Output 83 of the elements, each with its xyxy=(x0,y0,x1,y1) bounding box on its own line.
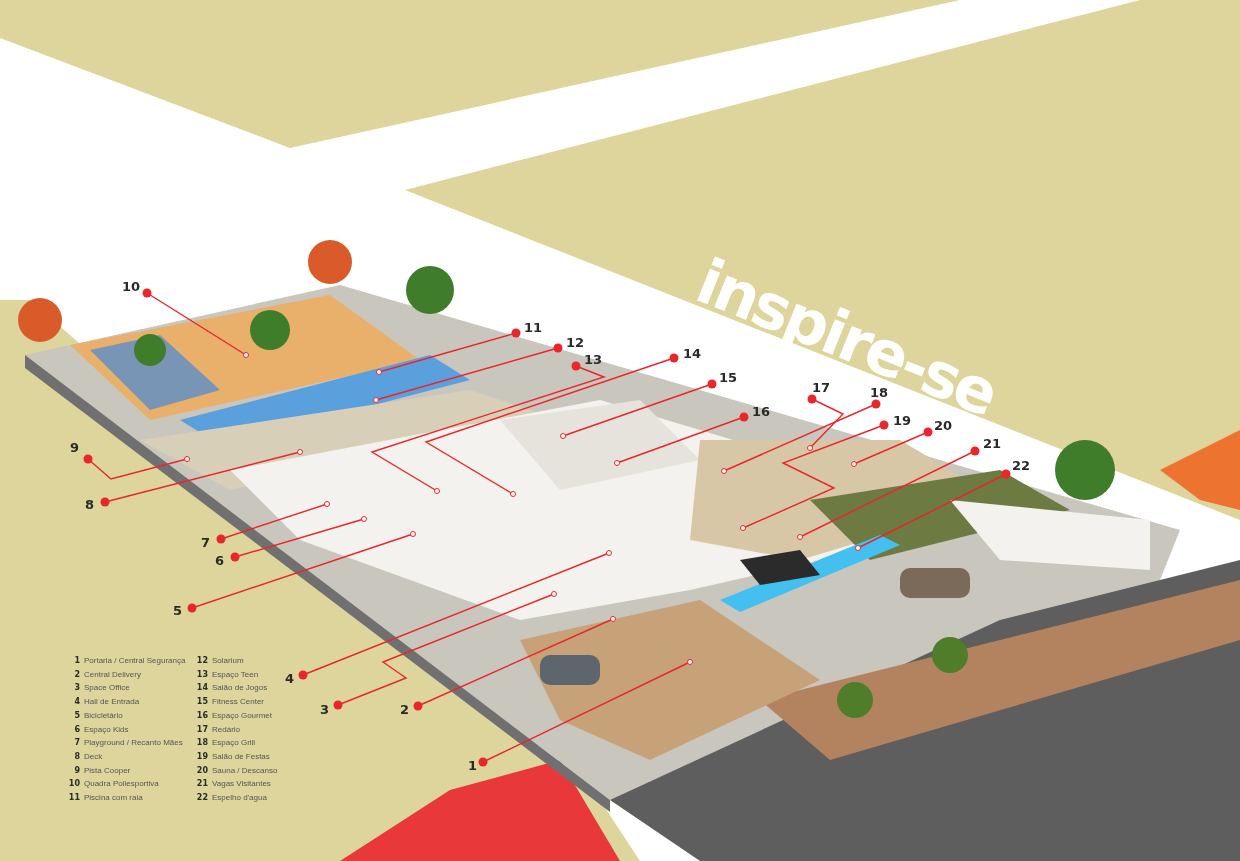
leader-line xyxy=(855,469,1011,551)
key-number: 5 xyxy=(74,709,80,721)
key-label: Portaria / Central Segurança xyxy=(84,655,186,666)
leader-line xyxy=(721,399,881,474)
key-number: 8 xyxy=(74,750,80,762)
leader-line xyxy=(797,446,980,540)
key-label: Salão de Festas xyxy=(212,750,270,762)
key-number: 17 xyxy=(196,723,208,735)
callout-number: 5 xyxy=(173,603,183,618)
key-number: 15 xyxy=(196,696,208,708)
key-number: 16 xyxy=(196,709,208,721)
leader-line xyxy=(216,501,330,544)
callout-number: 21 xyxy=(983,436,1002,451)
callout-number: 20 xyxy=(934,418,953,433)
callout-number: 7 xyxy=(201,535,211,550)
key-label: Espelho d'agua xyxy=(212,792,267,803)
callout-number: 2 xyxy=(400,702,410,717)
key-number: 10 xyxy=(68,778,80,790)
key-label: Espaço Kids xyxy=(84,723,129,735)
key-number: 21 xyxy=(196,778,208,790)
key-label: Vagas Visitantes xyxy=(212,778,271,790)
leader-line xyxy=(373,343,563,403)
key-number: 13 xyxy=(196,668,208,680)
callout-number: 10 xyxy=(122,279,141,294)
key-number: 7 xyxy=(74,737,80,749)
callout-number: 1 xyxy=(468,758,478,773)
leader-line xyxy=(370,361,607,494)
leader-line xyxy=(807,394,845,451)
leader-line xyxy=(230,516,367,562)
key-number: 18 xyxy=(196,737,208,749)
callout-number: 3 xyxy=(320,702,330,717)
key-label: Sauna / Descanso xyxy=(212,764,278,776)
key-number: 2 xyxy=(74,668,80,680)
leader-line xyxy=(478,659,693,767)
leader-line xyxy=(83,454,190,480)
key-label: Pista Cooper xyxy=(84,764,131,776)
leader-line xyxy=(333,591,557,710)
leader-line xyxy=(560,379,717,439)
key-number: 19 xyxy=(196,750,208,762)
key-label: Solarium xyxy=(212,655,244,666)
callout-number: 11 xyxy=(524,320,543,335)
leader-line xyxy=(187,531,416,613)
key-number: 9 xyxy=(74,764,80,776)
key-label: Espaço Grill xyxy=(212,737,256,749)
callout-number: 9 xyxy=(70,440,80,455)
leader-line xyxy=(614,412,749,466)
callout-number: 22 xyxy=(1012,458,1031,473)
leader-line xyxy=(851,427,933,467)
leader-line xyxy=(413,616,616,711)
key-number: 6 xyxy=(74,723,80,735)
key-label: Fitness Center xyxy=(212,696,265,708)
key-label: Playground / Recanto Mães xyxy=(84,737,183,749)
key-number: 12 xyxy=(196,655,208,666)
key-label: Espaço Gourmet xyxy=(212,709,273,721)
key-number: 1 xyxy=(74,655,80,666)
callout-number: 12 xyxy=(566,335,585,350)
leader-line xyxy=(142,288,249,358)
key-label: Salão de Jogos xyxy=(212,682,268,694)
callout-number: 6 xyxy=(215,553,225,568)
key-label: Piscina com raia xyxy=(84,792,143,803)
callout-number: 4 xyxy=(285,671,295,686)
leader-line xyxy=(740,420,889,531)
key-label: Quadra Poliesportiva xyxy=(84,778,159,790)
callout-number: 13 xyxy=(584,352,603,367)
key-number: 22 xyxy=(196,792,208,803)
callout-number: 19 xyxy=(893,413,912,428)
leader-line xyxy=(100,449,303,507)
leader-line xyxy=(424,353,679,497)
leader-line xyxy=(376,328,521,375)
key-label: Central Delivery xyxy=(84,668,141,680)
leader-line xyxy=(298,550,612,680)
key-label: Bicicletário xyxy=(84,709,123,721)
key-number: 4 xyxy=(74,696,80,708)
key-label: Espaço Teen xyxy=(212,668,259,680)
key-number: 3 xyxy=(74,682,80,694)
key-label: Hall de Entrada xyxy=(84,696,140,708)
key-number: 11 xyxy=(68,792,80,803)
key-label: Deck xyxy=(84,750,103,762)
callout-number: 8 xyxy=(85,497,95,512)
key-number: 20 xyxy=(196,764,208,776)
key-label: Space Office xyxy=(84,682,130,694)
key-label: Redário xyxy=(212,723,240,735)
key-number: 14 xyxy=(196,682,208,694)
